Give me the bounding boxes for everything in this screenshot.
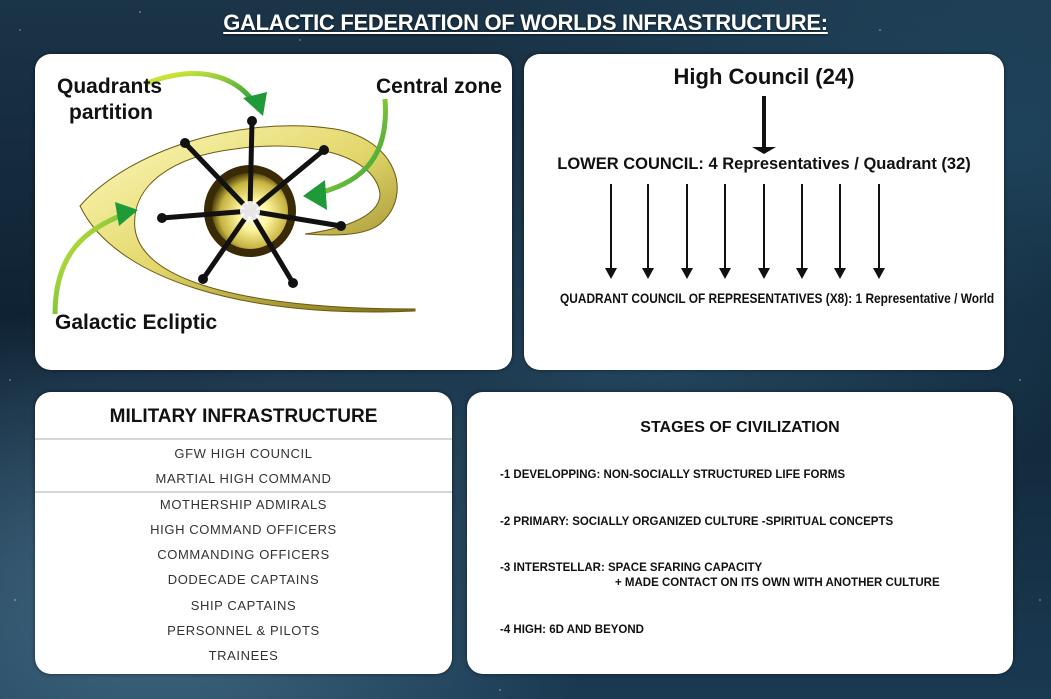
galaxy-diagram xyxy=(52,71,416,315)
high-council-label: High Council (24) xyxy=(673,64,855,89)
lower-to-quadrant-arrows-icon xyxy=(605,184,885,279)
quadrants-partition-label: Quadrants partition xyxy=(57,75,163,124)
divider xyxy=(35,491,452,493)
rank-item: MOTHERSHIP ADMIRALS xyxy=(159,496,328,512)
stage-item-continuation: + MADE CONTACT ON ITS OWN WITH ANOTHER C… xyxy=(615,577,940,589)
lower-council-label: LOWER COUNCIL: 4 Representatives / Quadr… xyxy=(557,155,971,173)
stages-of-civilization-panel: STAGES OF CIVILIZATION -1 DEVELOPPING: N… xyxy=(467,392,1013,674)
galactic-ecliptic-label: Galactic Ecliptic xyxy=(55,311,218,334)
military-ranks-list: GFW HIGH COUNCIL MARTIAL HIGH COMMAND MO… xyxy=(35,441,452,669)
rank-item: PERSONNEL & PILOTS xyxy=(167,623,320,639)
galactic-ecliptic-arrow-icon xyxy=(52,202,138,315)
rank-item: DODECADE CAPTAINS xyxy=(167,572,320,588)
spoke-endpoints xyxy=(157,116,346,288)
council-hierarchy-panel: High Council (24) LOWER COUNCIL: 4 Repre… xyxy=(524,54,1004,370)
central-zone-label: Central zone xyxy=(375,75,502,98)
rank-item: TRAINEES xyxy=(208,648,279,664)
rank-item: GFW HIGH COUNCIL xyxy=(174,446,313,461)
high-to-lower-arrow-icon xyxy=(752,96,776,154)
stage-item: -2 PRIMARY: SOCIALLY ORGANIZED CULTURE -… xyxy=(500,516,894,528)
rank-item: MARTIAL HIGH COMMAND xyxy=(155,471,332,487)
military-infrastructure-panel: MILITARY INFRASTRUCTURE GFW HIGH COUNCIL… xyxy=(35,392,452,674)
rank-item: SHIP CAPTAINS xyxy=(190,597,297,613)
military-title: MILITARY INFRASTRUCTURE xyxy=(109,406,378,427)
divider xyxy=(35,438,452,440)
galaxy-diagram-panel: Quadrants partition Central zone Galacti… xyxy=(35,54,512,370)
quadrants-partition-arrow-icon xyxy=(144,71,267,116)
quadrant-council-label: QUADRANT COUNCIL OF REPRESENTATIVES (X8)… xyxy=(560,290,995,306)
central-zone-arrow-icon xyxy=(303,98,388,210)
council-arrows xyxy=(605,96,885,279)
rank-item: COMMANDING OFFICERS xyxy=(157,547,330,563)
stage-item: -4 HIGH: 6D AND BEYOND xyxy=(500,624,644,636)
stages-title: STAGES OF CIVILIZATION xyxy=(640,419,840,436)
stage-item: -3 INTERSTELLAR: SPACE SFARING CAPACITY xyxy=(500,562,763,574)
page-title: GALACTIC FEDERATION OF WORLDS INFRASTRUC… xyxy=(223,10,828,35)
quadrant-spokes xyxy=(159,118,344,286)
stage-item: -1 DEVELOPPING: NON-SOCIALLY STRUCTURED … xyxy=(500,469,846,481)
rank-item: HIGH COMMAND OFFICERS xyxy=(150,521,337,537)
